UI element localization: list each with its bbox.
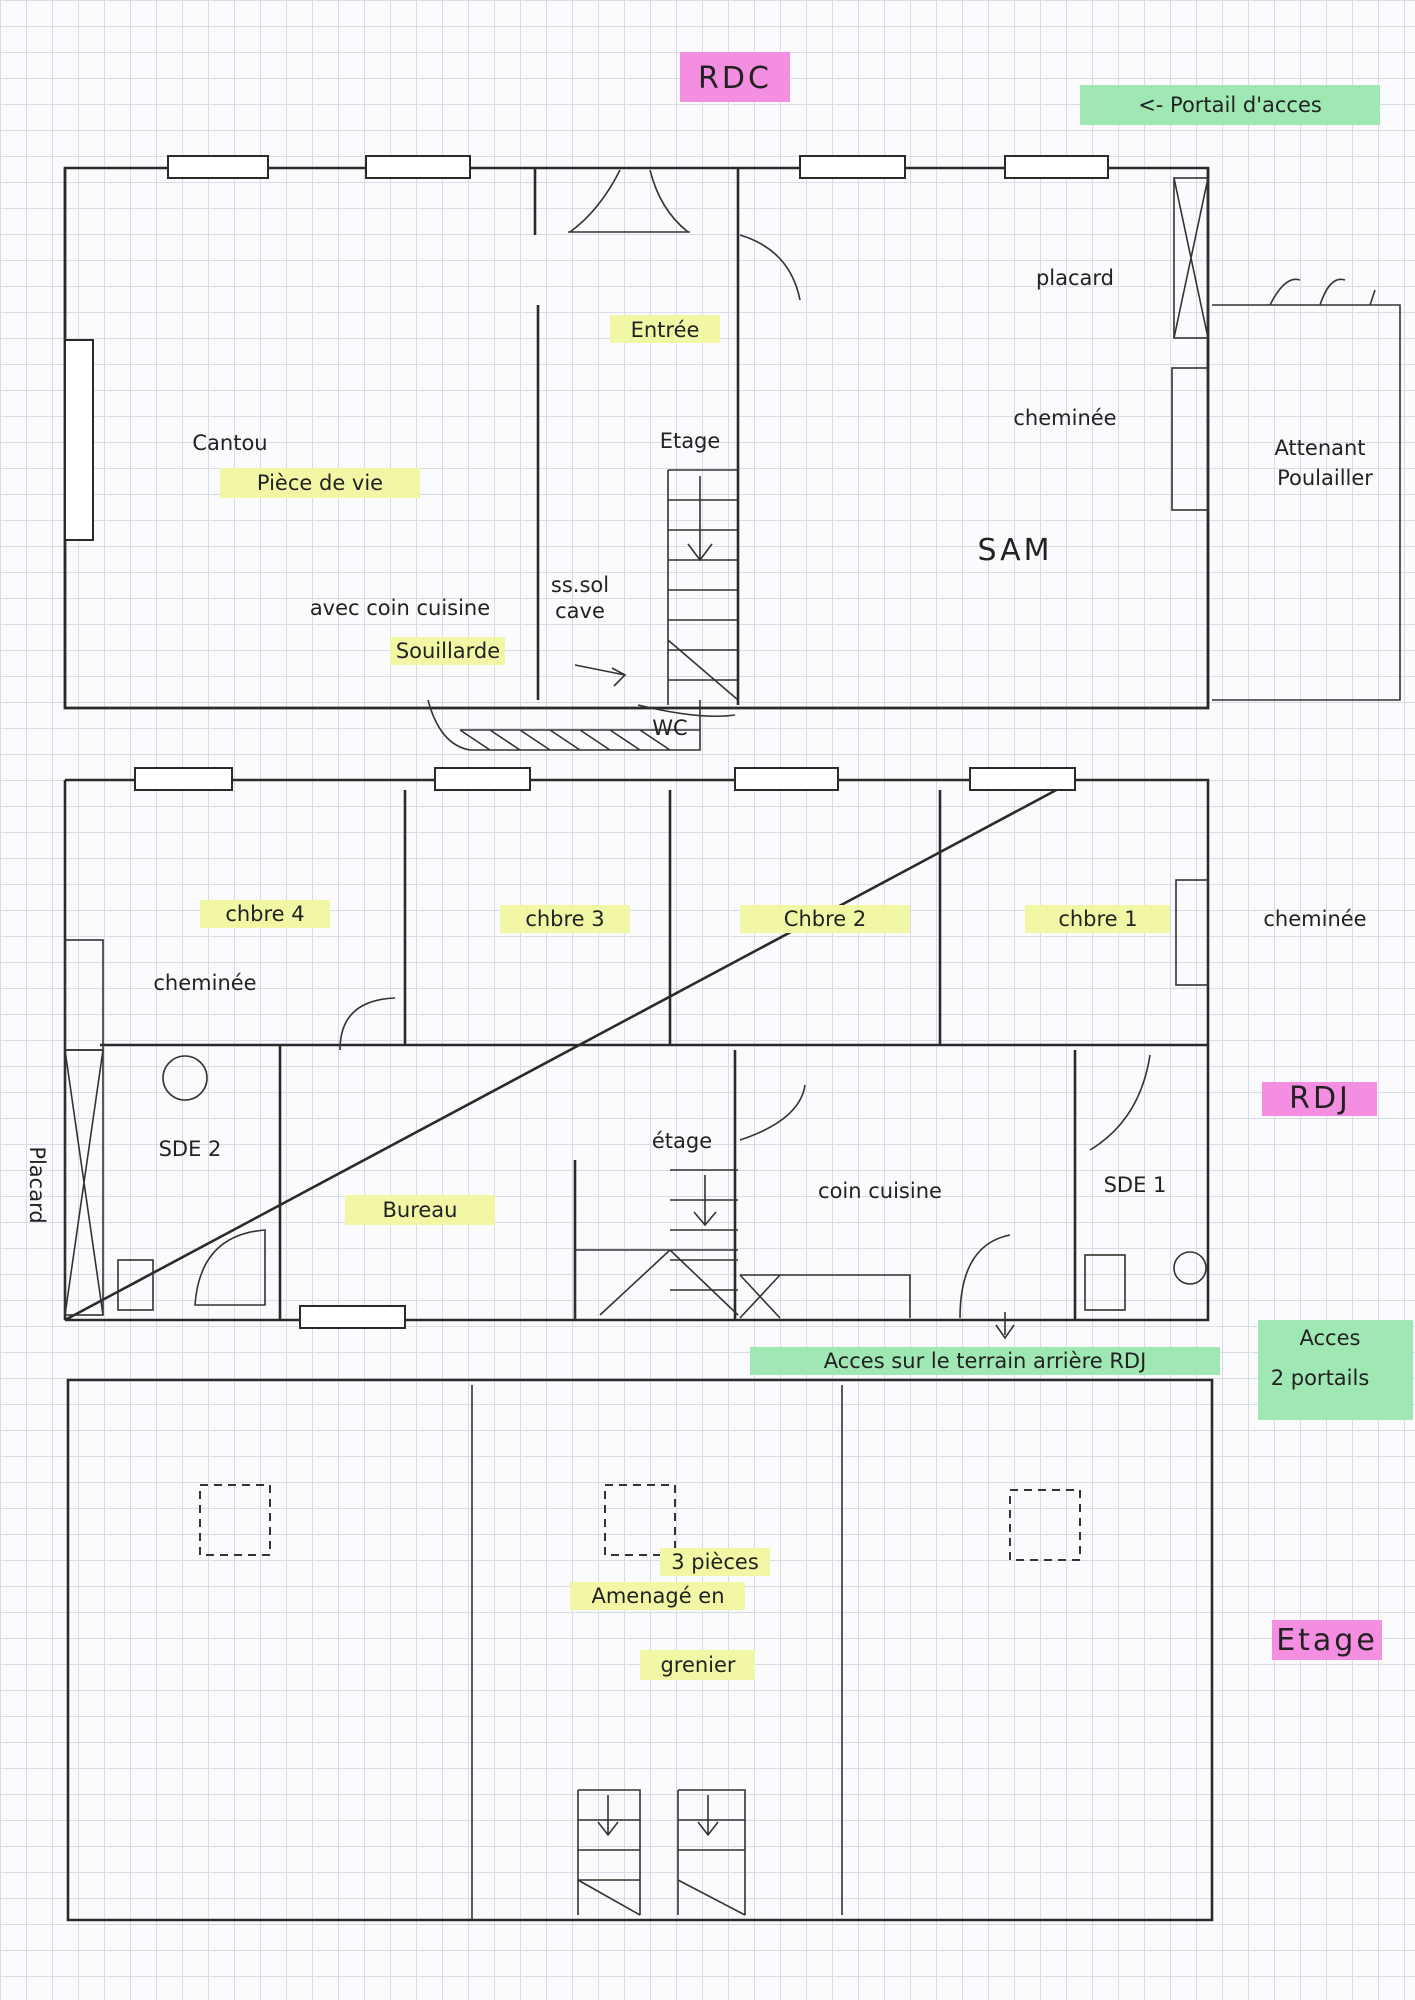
etage-title: Etage (1276, 1623, 1378, 1658)
chbre4-label: chbre 4 (225, 902, 304, 926)
wc-label: WC (652, 716, 687, 740)
etage-rdj-label: étage (652, 1129, 712, 1153)
placard-label: placard (1036, 266, 1114, 290)
sde2-label: SDE 2 (159, 1137, 222, 1161)
souillarde-label: Souillarde (396, 639, 500, 663)
rdc-title: RDC (698, 61, 772, 96)
bureau-label: Bureau (383, 1198, 458, 1222)
sde1-label: SDE 1 (1104, 1173, 1167, 1197)
chbre1-label: chbre 1 (1058, 907, 1137, 931)
etage-stairs-label: Etage (660, 429, 721, 453)
poulailler-label: Poulailler (1277, 466, 1373, 490)
rdj-title: RDJ (1289, 1081, 1351, 1116)
coin-cuisine-label: coin cuisine (818, 1179, 942, 1203)
labels: RDC <- Portail d'acces Entrée Etage Pièc… (25, 52, 1413, 1680)
sam-label: SAM (977, 533, 1052, 568)
portail-label: <- Portail d'acces (1138, 93, 1322, 117)
chbre3-label: chbre 3 (525, 907, 604, 931)
portails-label: 2 portails (1271, 1366, 1370, 1390)
placard-rdj-label: Placard (25, 1146, 49, 1223)
ss-sol-label: ss.sol (551, 573, 609, 597)
cave-label: cave (555, 599, 605, 623)
cantou-label: Cantou (192, 431, 267, 455)
rdj-plan (63, 767, 1210, 1340)
grenier-label: grenier (660, 1653, 735, 1677)
cheminee-chbre1-label: cheminée (1263, 907, 1366, 931)
entree-label: Entrée (631, 318, 700, 342)
acces-terrain-label: Acces sur le terrain arrière RDJ (824, 1349, 1147, 1373)
attenant-label: Attenant (1274, 436, 1365, 460)
rdc-plan (63, 155, 1401, 751)
piece-de-vie-label: Pièce de vie (257, 471, 383, 495)
acces2-label: Acces (1300, 1326, 1361, 1350)
coin-cuisine-rdc-label: avec coin cuisine (310, 596, 490, 620)
etage-plan (66, 1378, 1214, 1922)
chbre2-label: Chbre 2 (784, 907, 866, 931)
pieces-label: 3 pièces (671, 1550, 759, 1574)
amenage-label: Amenagé en (591, 1584, 724, 1608)
cheminee-chbre4-label: cheminée (153, 971, 256, 995)
cheminee-sam-label: cheminée (1013, 406, 1116, 430)
